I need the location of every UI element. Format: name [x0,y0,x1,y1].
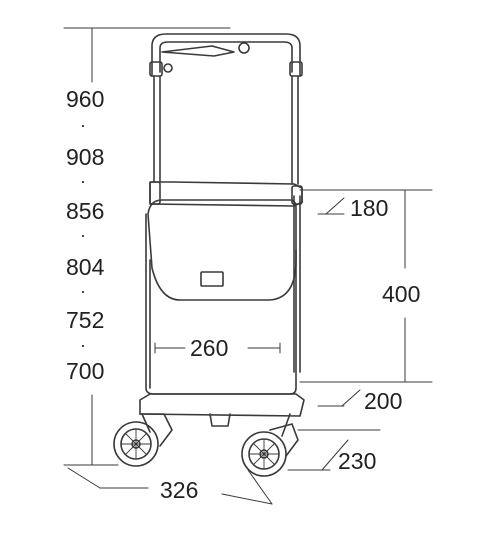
bag-width-label: 260 [190,335,229,361]
bag-bottom-label: 200 [364,388,403,414]
height-label-856: 856 [66,198,105,224]
frame-rails [153,75,301,373]
height-label-804: 804 [66,254,105,280]
dimension-lines [63,27,433,505]
right-wheel [241,423,299,477]
left-wheel [113,413,173,467]
bag-height-label: 400 [382,281,421,307]
height-separator: · [80,281,86,301]
base-width-label: 326 [160,477,199,503]
height-separator: · [80,225,86,245]
handle-frame [149,33,303,77]
seat-depth-label: 180 [350,195,389,221]
height-label-960: 960 [66,86,105,112]
height-separator: · [80,115,86,135]
height-separator: · [80,335,86,355]
height-label-700: 700 [66,358,105,384]
wheel-depth-label: 230 [338,448,377,474]
height-label-908: 908 [66,144,105,170]
seat [149,181,303,207]
height-label-752: 752 [66,307,105,333]
bag [145,199,297,395]
height-separator: · [80,171,86,191]
